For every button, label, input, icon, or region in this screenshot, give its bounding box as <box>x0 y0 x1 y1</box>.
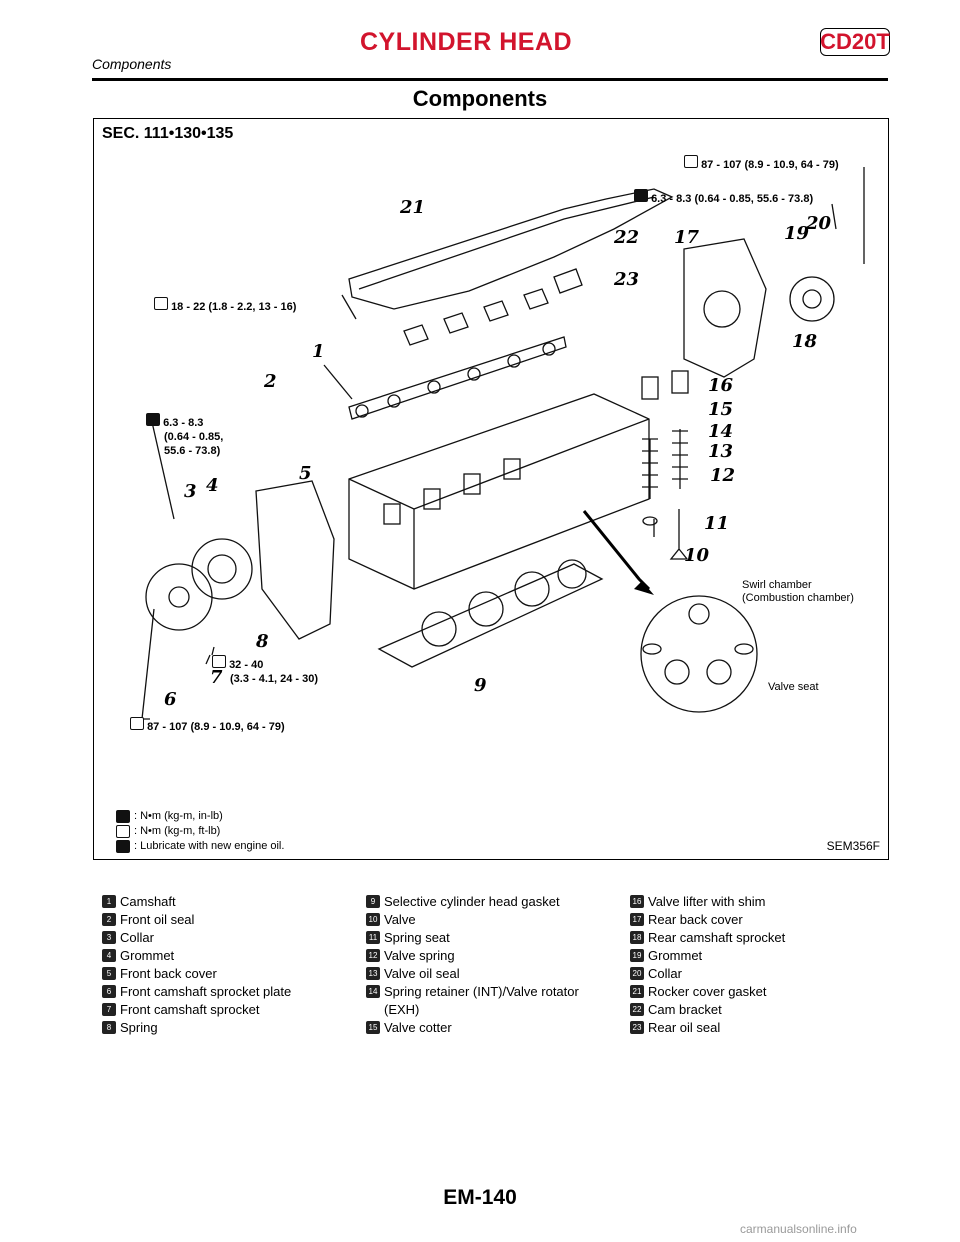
rear-back-cover-shape <box>683 238 767 378</box>
valve-shape <box>669 509 689 560</box>
callout-11: 11 <box>704 513 730 534</box>
torque-label-rear-sprocket-bolt: 87 - 107 (8.9 - 10.9, 64 - 79) <box>684 155 839 172</box>
torque-label-front-cover: 6.3 - 8.3 (0.64 - 0.85, 55.6 - 73.8) <box>146 413 223 458</box>
torque-ftlb-icon <box>116 825 130 838</box>
torque-ftlb-icon <box>684 155 698 168</box>
page-number: EM-140 <box>443 1186 517 1209</box>
callout-8: 8 <box>256 631 269 652</box>
valve-seat-label: Valve seat <box>768 681 819 693</box>
header-code-badge: CD20T <box>820 28 890 56</box>
rocker-cover-gasket-shape <box>348 188 674 310</box>
callout-1: 1 <box>312 341 325 362</box>
components-diagram: SEC. 111•130•135 87 - 107 (8.9 - 10.9, 6… <box>93 118 889 860</box>
torque-inlb-icon <box>146 413 160 426</box>
callout-6: 6 <box>164 689 177 710</box>
torque-label-front-sprocket-bolt: 87 - 107 (8.9 - 10.9, 64 - 79) <box>130 717 285 734</box>
callout-14: 14 <box>708 421 734 442</box>
torque-ftlb-icon <box>130 717 144 730</box>
diagram-drawing <box>141 167 865 720</box>
callout-5: 5 <box>299 463 312 484</box>
callout-10: 10 <box>684 545 710 566</box>
figure-code: SEM356F <box>826 839 880 853</box>
callout-18: 18 <box>792 331 818 352</box>
pointer-arrow <box>582 510 651 591</box>
callout-22: 22 <box>614 227 640 248</box>
symbol-legend: : N•m (kg-m, in-lb) : N•m (kg-m, ft-lb) … <box>116 809 284 854</box>
list-item-continuation: (EXH) <box>384 1002 420 1017</box>
torque-ftlb-icon <box>154 297 168 310</box>
head-gasket-shape <box>377 563 604 668</box>
torque-inlb-icon <box>634 189 648 202</box>
callout-13: 13 <box>708 441 734 462</box>
callout-21: 21 <box>400 197 426 218</box>
header-title: CYLINDER HEAD <box>360 28 573 56</box>
oil-can-icon <box>116 840 130 853</box>
swirl-chamber-label: Swirl chamber (Combustion chamber) <box>742 579 854 604</box>
cylinder-head-shape <box>348 393 650 590</box>
torque-label-rocker-cover: 18 - 22 (1.8 - 2.2, 13 - 16) <box>154 297 296 314</box>
callout-7: 7 <box>210 667 223 688</box>
front-back-cover-shape <box>255 480 335 640</box>
watermark: carmanualsonline.info <box>740 1222 857 1236</box>
callout-12: 12 <box>710 465 736 486</box>
section-number: SEC. 111•130•135 <box>102 125 234 142</box>
callout-23: 23 <box>614 269 640 290</box>
torque-label-rear-cover-bolt: 6.3 - 8.3 (0.64 - 0.85, 55.6 - 73.8) <box>634 189 813 206</box>
callout-15: 15 <box>708 399 734 420</box>
sprocket-plate-shape <box>145 563 213 631</box>
rear-sprocket-shape <box>789 276 835 322</box>
front-sprocket-shape <box>191 538 253 600</box>
callout-2: 2 <box>264 371 277 392</box>
header-rule <box>92 78 888 81</box>
page-title: Components <box>412 86 548 111</box>
callout-17: 17 <box>674 227 700 248</box>
callout-3: 3 <box>184 481 197 502</box>
header-subtitle: Components <box>92 56 172 72</box>
callout-9: 9 <box>474 675 487 696</box>
callout-4: 4 <box>206 475 219 496</box>
cam-bracket-shape <box>403 268 583 346</box>
callout-16: 16 <box>708 375 734 396</box>
torque-inlb-icon <box>116 810 130 823</box>
callout-20: 20 <box>806 213 832 234</box>
camshaft-shape <box>348 336 567 420</box>
swirl-chamber-inset <box>640 595 758 713</box>
callout-19: 19 <box>784 223 810 244</box>
torque-label-spring-bolt: 32 - 40 (3.3 - 4.1, 24 - 30) <box>212 655 318 686</box>
